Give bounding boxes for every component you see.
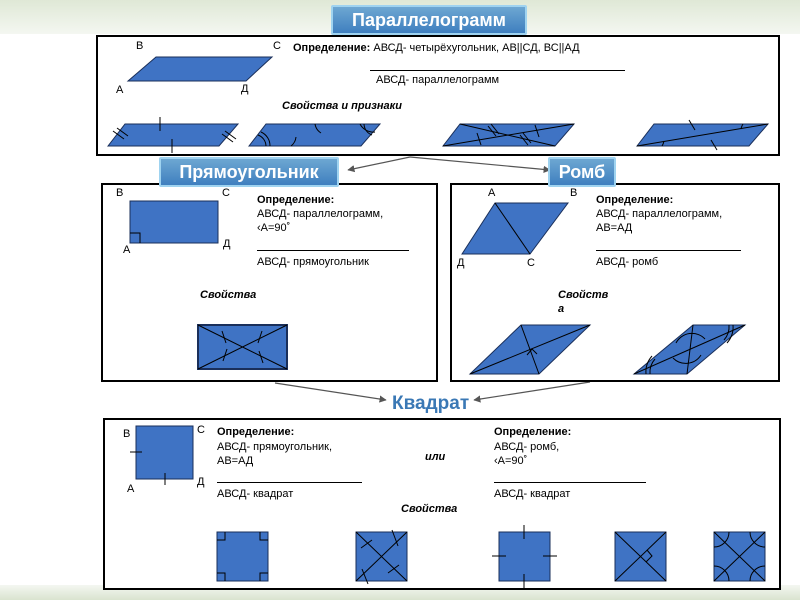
square-vertex-a: А (127, 483, 135, 495)
square-props-label: Свойства (401, 503, 458, 515)
rect-vertex-c: С (222, 187, 230, 199)
square-def1-label: Определение: (217, 426, 295, 438)
rectangle-tag: Прямоугольник (159, 157, 339, 187)
rhombus-def-line1: АВСД- параллелограмм, (596, 208, 723, 220)
rect-vertex-a: А (123, 244, 131, 256)
para-props-label: Свойства и признаки (282, 100, 402, 112)
rhombus-vertex-d: Д (457, 257, 465, 269)
square-def1-line2: АВ=АД (217, 455, 254, 467)
rhombus-vertex-a: А (488, 187, 496, 199)
square-def2-line1: АВСД- ромб, (494, 441, 560, 453)
square-or-label: или (425, 451, 446, 463)
square-def1-rule (217, 482, 362, 483)
para-vertex-c: С (273, 40, 281, 52)
square-vertex-c: С (197, 424, 205, 436)
rhombus-props-label-1: Свойств (558, 289, 609, 301)
rhombus-vertex-c: С (527, 257, 535, 269)
para-def-label: Определение: (293, 42, 371, 54)
rect-def-label: Определение: (257, 194, 335, 206)
rhombus-def-line2: АВ=АД (596, 222, 633, 234)
rhombus-def-label: Определение: (596, 194, 674, 206)
para-vertex-b: В (136, 40, 144, 52)
para-def-text: АВСД- четырёхугольник, АВ||СД, ВС||АД (370, 42, 580, 54)
para-definition: Определение: АВСД- четырёхугольник, АВ||… (293, 42, 580, 55)
parallelogram-tag: Параллелограмм (331, 5, 527, 35)
square-vertex-d: Д (197, 476, 205, 488)
rect-props-label: Свойства (200, 289, 257, 301)
rect-def-rule (257, 250, 409, 251)
rhombus-props-label-2: а (558, 303, 565, 315)
rhombus-def-rule (596, 250, 741, 251)
rect-vertex-d: Д (223, 238, 231, 250)
square-panel (103, 418, 781, 590)
rect-def-line1: АВСД- параллелограмм, (257, 208, 384, 220)
para-vertex-d: Д (241, 83, 249, 95)
square-def2-conclusion: АВСД- квадрат (494, 488, 571, 500)
rect-vertex-b: В (116, 187, 124, 199)
para-conclusion: АВСД- параллелограмм (376, 74, 500, 86)
rhombus-conclusion: АВСД- ромб (596, 256, 659, 268)
square-vertex-b: В (123, 428, 131, 440)
rhombus-vertex-b: В (570, 187, 578, 199)
square-def2-rule (494, 482, 646, 483)
rect-def-line2: ‹А=90˚ (257, 222, 291, 234)
rhombus-tag: Ромб (548, 157, 616, 187)
square-def2-label: Определение: (494, 426, 572, 438)
para-def-rule (370, 70, 625, 71)
para-vertex-a: А (116, 84, 124, 96)
square-def1-line1: АВСД- прямоугольник, (217, 441, 333, 453)
square-title: Квадрат (392, 393, 470, 414)
square-def1-conclusion: АВСД- квадрат (217, 488, 294, 500)
rect-conclusion: АВСД- прямоугольник (257, 256, 369, 268)
square-def2-line2: ‹А=90˚ (494, 455, 528, 467)
